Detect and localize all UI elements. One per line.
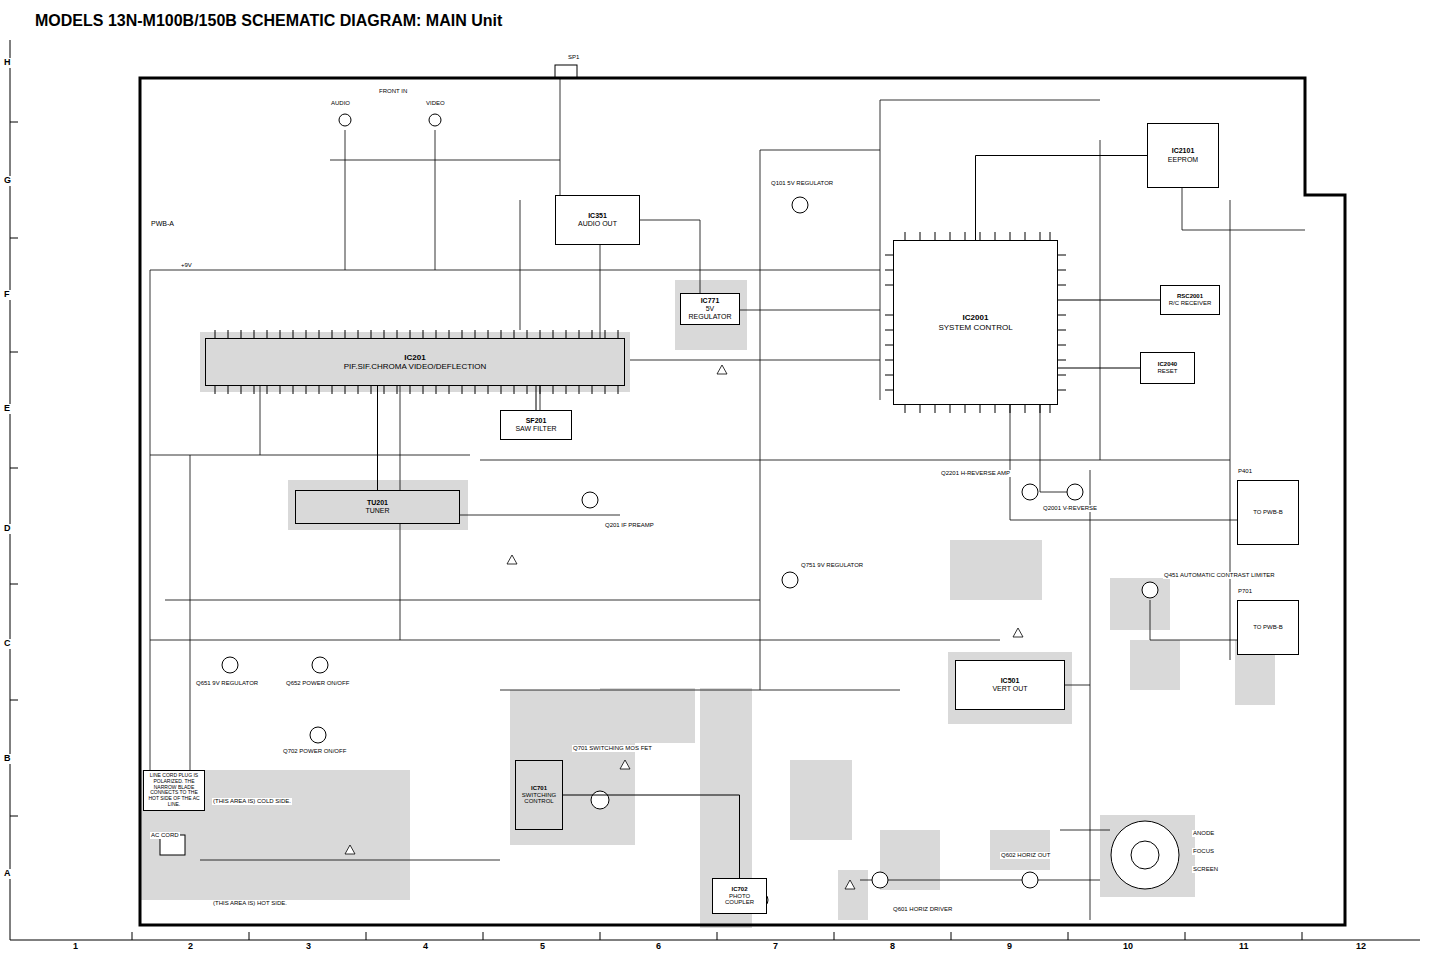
terminal-label: FOCUS — [1192, 848, 1215, 855]
grid-number: 2 — [187, 942, 194, 952]
transistor-label: Q2201 H-REVERSE AMP — [940, 470, 1011, 477]
grid-number: 7 — [772, 942, 779, 952]
part-function: 5V REGULATOR — [684, 305, 736, 321]
ic-box: IC2040RESET — [1140, 352, 1195, 384]
diagram-title: MODELS 13N-M100B/150B SCHEMATIC DIAGRAM:… — [35, 12, 502, 30]
note-box: LINE CORD PLUG IS POLARIZED. THE NARROW … — [143, 770, 205, 811]
grid-number: 10 — [1122, 942, 1134, 952]
grid-number: 9 — [1006, 942, 1013, 952]
transistor-label: Q702 POWER ON/OFF — [282, 748, 347, 755]
connector-table: TO PWB-B — [1237, 480, 1299, 545]
part-label: SP1 — [567, 54, 580, 61]
part-name: IC201 — [404, 353, 425, 362]
grid-number: 8 — [889, 942, 896, 952]
part-function: TUNER — [365, 507, 389, 515]
part-name: TU201 — [367, 499, 388, 507]
signal-wire — [976, 156, 1148, 241]
transistor-label: Q701 SWITCHING MOS FET — [572, 745, 653, 752]
terminal-label: SCREEN — [1192, 866, 1219, 873]
grid-number: 6 — [655, 942, 662, 952]
grid-number: 5 — [539, 942, 546, 952]
grid-number: 4 — [422, 942, 429, 952]
part-name: TO PWB-B — [1253, 624, 1283, 631]
part-function: PHOTO COUPLER — [716, 893, 763, 907]
transistor-label: Q2001 V-REVERSE — [1042, 505, 1098, 512]
connector-name: P401 — [1237, 468, 1253, 475]
part-function: VERT OUT — [992, 685, 1027, 693]
ic-box: IC701SWITCHING CONTROL — [515, 760, 563, 830]
part-name: IC2040 — [1158, 361, 1177, 368]
board-name: PWB-A — [150, 220, 175, 228]
grid-letter: G — [3, 176, 12, 186]
ic-box: IC201PIF.SIF.CHROMA VIDEO/DEFLECTION — [205, 338, 625, 386]
transistor-label: Q651 9V REGULATOR — [195, 680, 259, 687]
area-note: (THIS AREA IS) HOT SIDE. — [212, 900, 288, 907]
transistor-label: Q602 HORIZ OUT — [1000, 852, 1051, 859]
grid-letter: C — [3, 639, 12, 649]
grid-number: 3 — [305, 942, 312, 952]
transistor-label: Q601 HORIZ DRIVER — [892, 906, 953, 913]
part-function: PIF.SIF.CHROMA VIDEO/DEFLECTION — [344, 362, 487, 371]
ic-box: IC2001SYSTEM CONTROL — [893, 240, 1058, 405]
ic-box: IC2101EEPROM — [1147, 123, 1219, 188]
connector-name: P701 — [1237, 588, 1253, 595]
signal-wire — [1058, 368, 1140, 369]
part-function: AUDIO OUT — [578, 220, 617, 228]
grid-letter: A — [3, 869, 12, 879]
ic-box: IC7715V REGULATOR — [680, 293, 740, 325]
part-name: SF201 — [526, 417, 547, 425]
part-name: IC701 — [531, 785, 547, 792]
part-name: RSC2001 — [1177, 293, 1203, 300]
part-function: RESET — [1157, 368, 1177, 375]
part-name: IC702 — [731, 886, 747, 893]
part-function: SWITCHING CONTROL — [519, 792, 559, 806]
part-name: IC501 — [1001, 677, 1020, 685]
voltage-label: +9V — [180, 262, 193, 269]
grid-number: 1 — [72, 942, 79, 952]
receiver-box: RSC2001R/C RECEIVER — [1160, 285, 1220, 315]
transistor-label: Q201 IF PREAMP — [604, 522, 655, 529]
grid-letter: D — [3, 524, 12, 534]
filter-box: SF201SAW FILTER — [500, 410, 572, 440]
part-label: AC CORD — [150, 832, 180, 839]
grid-letter: H — [3, 58, 12, 68]
ic-box: IC351AUDIO OUT — [555, 195, 640, 245]
part-function: R/C RECEIVER — [1169, 300, 1212, 307]
transistor-label: Q652 POWER ON/OFF — [285, 680, 350, 687]
signal-wire — [377, 386, 378, 490]
ic-box: IC702PHOTO COUPLER — [712, 878, 767, 914]
area-note: (THIS AREA IS) COLD SIDE. — [212, 798, 292, 805]
signal-wire — [536, 386, 537, 410]
transistor-label: Q101 5V REGULATOR — [770, 180, 834, 187]
part-function: SYSTEM CONTROL — [938, 323, 1012, 332]
signal-wire — [1058, 300, 1160, 301]
part-function: SAW FILTER — [515, 425, 556, 433]
part-name: IC351 — [588, 212, 607, 220]
part-function: EEPROM — [1168, 156, 1198, 164]
part-name: TO PWB-B — [1253, 509, 1283, 516]
jack-label: FRONT IN — [378, 88, 408, 95]
part-name: IC2001 — [963, 313, 989, 322]
transistor-label: Q751 9V REGULATOR — [800, 562, 864, 569]
grid-number: 11 — [1238, 942, 1250, 952]
terminal-label: ANODE — [1192, 830, 1215, 837]
tuner-box: TU201TUNER — [295, 490, 460, 524]
grid-letter: B — [3, 754, 12, 764]
jack-label: VIDEO — [425, 100, 446, 107]
transistor-label: Q451 AUTOMATIC CONTRAST LIMITER — [1163, 572, 1276, 579]
part-name: IC771 — [701, 297, 720, 305]
connector-table: TO PWB-B — [1237, 600, 1299, 655]
grid-letter: E — [3, 404, 11, 414]
signal-wire — [563, 795, 740, 878]
grid-letter: F — [3, 290, 11, 300]
part-name: LINE CORD PLUG IS POLARIZED. THE NARROW … — [147, 773, 201, 808]
jack-label: AUDIO — [330, 100, 351, 107]
ic-box: IC501VERT OUT — [955, 660, 1065, 710]
grid-number: 12 — [1355, 942, 1367, 952]
part-name: IC2101 — [1172, 147, 1195, 155]
